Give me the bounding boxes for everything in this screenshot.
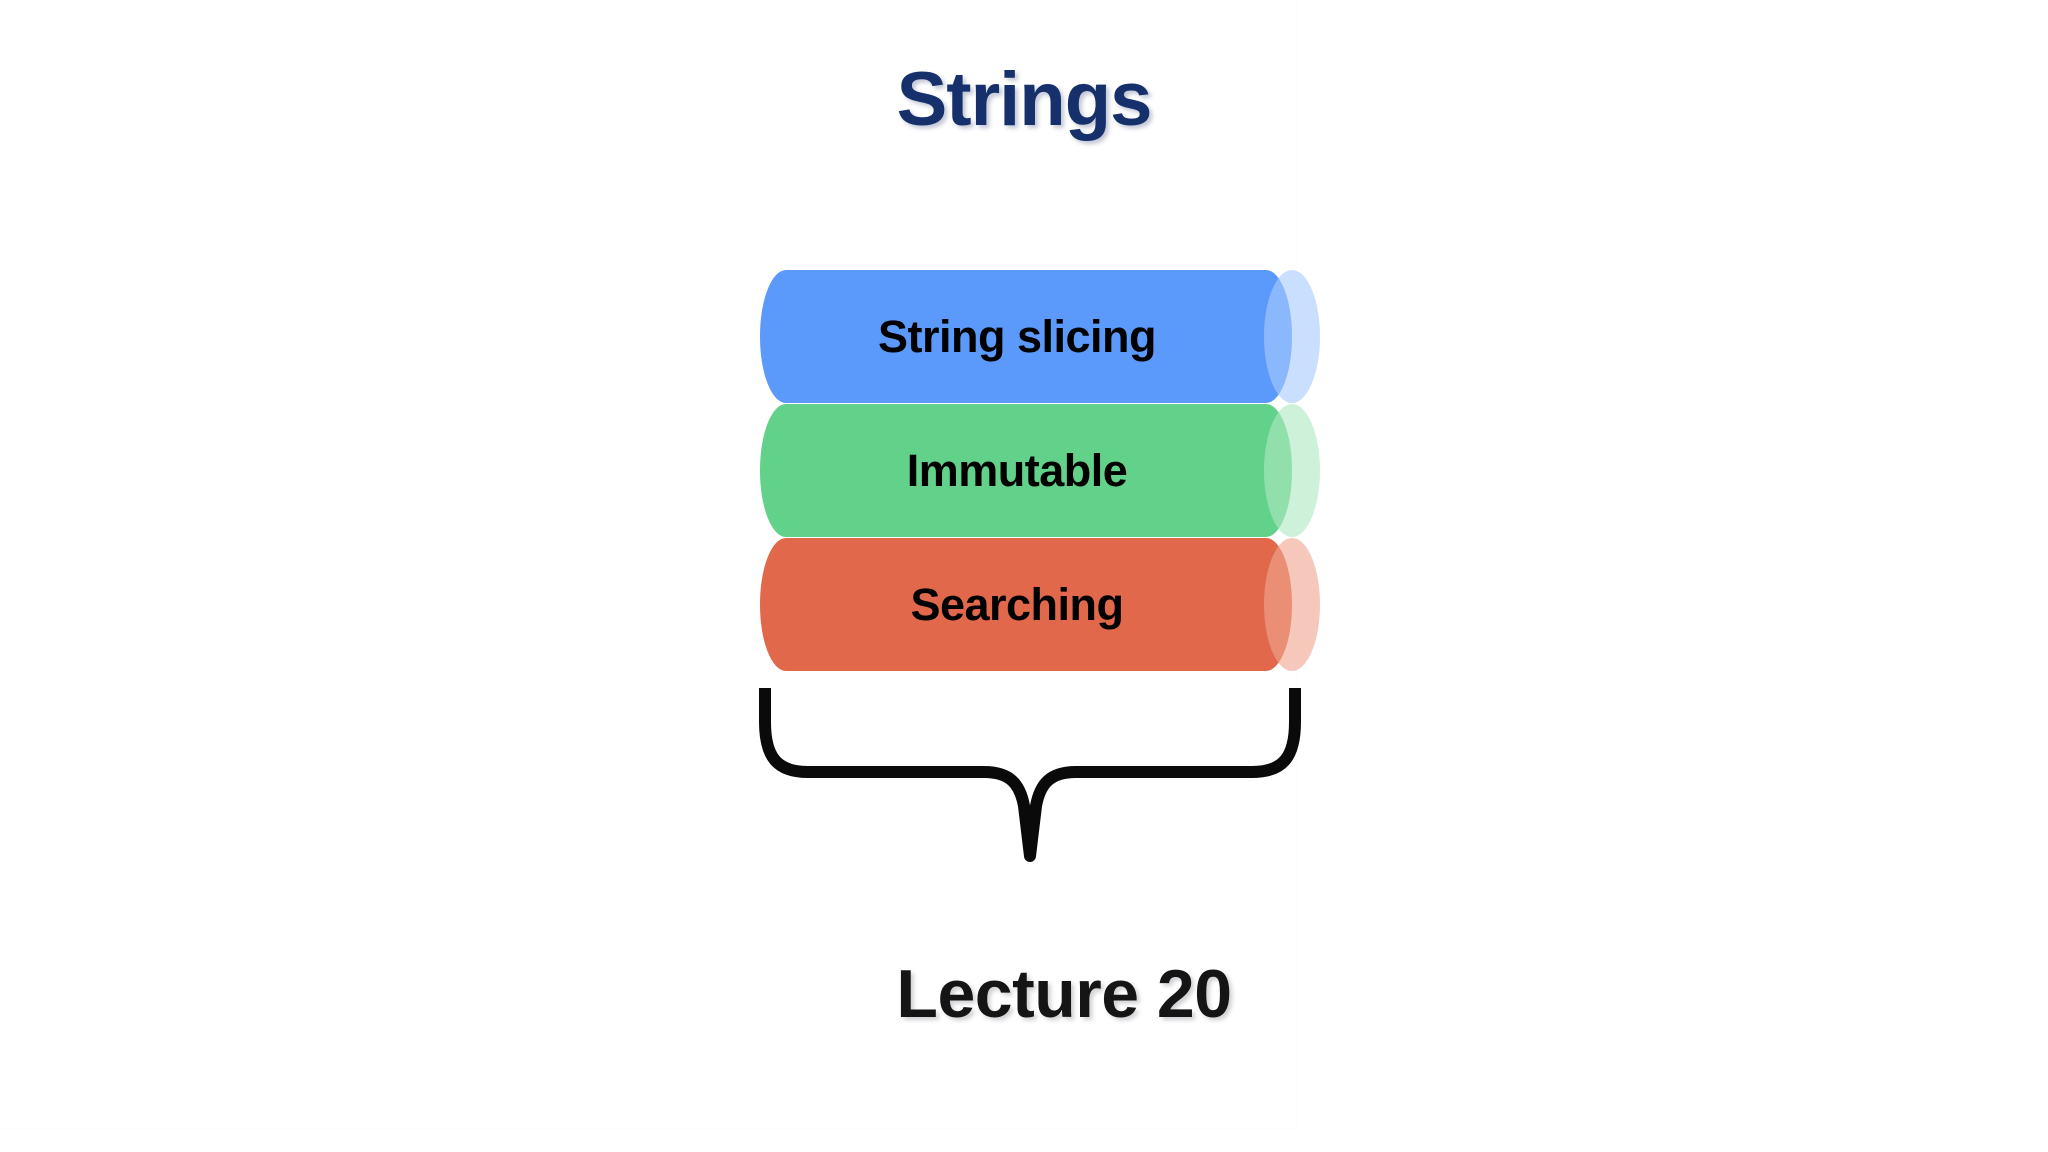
page-title: Strings: [0, 62, 2048, 138]
cylinder-item-string-slicing[interactable]: String slicing: [760, 270, 1320, 403]
cylinder-end-cap: [1264, 538, 1320, 671]
page-title-text: Strings: [896, 57, 1153, 142]
cylinder-body: [760, 404, 1292, 537]
cylinder-label: Searching: [910, 578, 1124, 630]
cylinder-label: String slicing: [877, 310, 1157, 362]
cylinder-end-cap: [1264, 404, 1320, 537]
curly-brace-down-icon: [752, 680, 1308, 870]
cylinder-stack-diagram: String slicing Immutable Searching: [760, 270, 1320, 672]
cylinder-body: [760, 270, 1292, 403]
cylinder-item-searching[interactable]: Searching: [760, 538, 1320, 671]
cylinder-item-immutable[interactable]: Immutable: [760, 404, 1320, 537]
footer-label: Lecture 20: [896, 956, 1232, 1032]
cylinder-label: Immutable: [906, 444, 1128, 496]
cylinder-body: [760, 538, 1292, 671]
cylinder-end-cap: [1264, 270, 1320, 403]
